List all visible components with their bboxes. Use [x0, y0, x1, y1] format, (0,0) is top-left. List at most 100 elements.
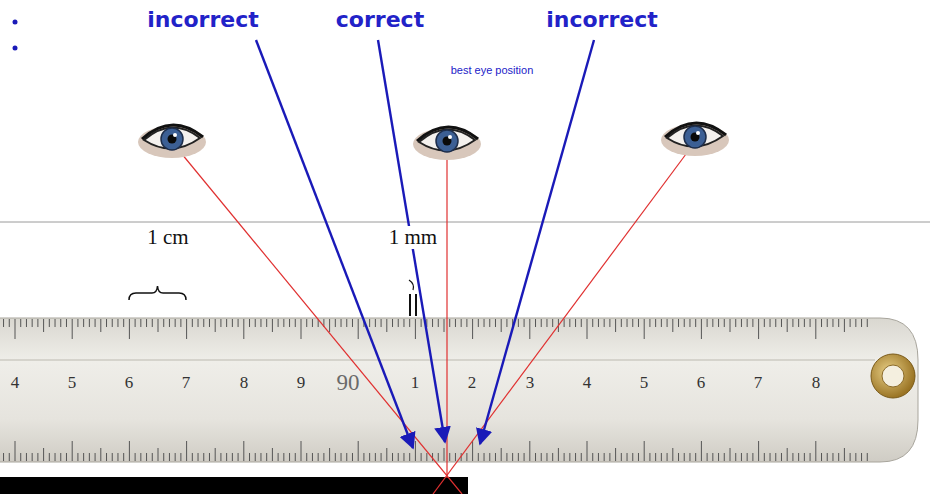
tick-mark: [346, 453, 347, 461]
tick-mark: [781, 319, 782, 327]
tick-mark: [249, 453, 250, 461]
tick-mark: [850, 319, 851, 327]
tick-mark: [209, 319, 210, 327]
tick-mark: [95, 453, 96, 461]
ruler-number: 4: [11, 374, 20, 393]
tick-mark: [335, 453, 336, 461]
tick-mark: [163, 453, 164, 461]
tick-mark: [295, 319, 296, 327]
tick-mark: [535, 319, 536, 327]
tick-mark: [312, 453, 313, 461]
tick-mark: [701, 319, 702, 339]
tick-mark: [838, 319, 839, 327]
tick-mark: [792, 453, 793, 461]
tick-mark: [484, 453, 485, 461]
tick-mark: [249, 319, 250, 327]
tick-mark: [43, 319, 44, 332]
tick-mark: [621, 453, 622, 461]
brass-eyelet: [871, 354, 915, 398]
tick-mark: [198, 319, 199, 327]
tick-mark: [707, 319, 708, 327]
tick-mark: [718, 453, 719, 461]
eye: [413, 127, 481, 160]
bullet: [13, 20, 18, 25]
tick-mark: [363, 453, 364, 461]
tick-mark: [129, 319, 130, 339]
tick-mark: [49, 319, 50, 327]
tick-mark: [592, 453, 593, 461]
tick-mark: [649, 453, 650, 461]
tick-mark: [83, 319, 84, 327]
tick-mark: [604, 319, 605, 327]
tick-mark: [752, 319, 753, 327]
tick-mark: [827, 319, 828, 327]
tick-mark: [798, 319, 799, 327]
tick-mark: [787, 448, 788, 461]
ruler-groove: [0, 360, 875, 361]
tick-mark: [661, 453, 662, 461]
tick-mark: [466, 453, 467, 461]
tick-mark: [100, 448, 101, 461]
tick-mark: [3, 319, 4, 327]
tick-mark: [512, 453, 513, 461]
tick-mark: [77, 319, 78, 327]
tick-mark: [449, 319, 450, 327]
tick-mark: [238, 319, 239, 327]
note-label: best eye position: [449, 64, 536, 76]
tick-mark: [604, 453, 605, 461]
tick-mark: [278, 319, 279, 327]
tick-mark: [226, 453, 227, 461]
tick-mark: [169, 453, 170, 461]
tick-mark: [243, 319, 244, 339]
tick-mark: [106, 319, 107, 327]
tick-mark: [215, 319, 216, 332]
tick-mark: [615, 448, 616, 461]
ruler-number: 2: [468, 374, 477, 393]
tick-mark: [283, 453, 284, 461]
tick-mark: [689, 319, 690, 327]
tick-mark: [581, 453, 582, 461]
tick-mark: [844, 448, 845, 461]
tick-mark: [255, 453, 256, 461]
tick-mark: [409, 453, 410, 461]
tick-mark: [867, 453, 868, 461]
tick-mark: [226, 319, 227, 327]
tick-mark: [472, 319, 473, 339]
tick-mark: [832, 453, 833, 461]
tick-mark: [335, 319, 336, 327]
tick-mark: [266, 319, 267, 327]
tick-mark: [850, 453, 851, 461]
tick-mark: [381, 453, 382, 461]
tick-mark: [260, 453, 261, 461]
tick-mark: [461, 319, 462, 327]
tick-mark: [386, 319, 387, 332]
tick-mark: [541, 319, 542, 327]
tick-mark: [775, 319, 776, 327]
tick-mark: [775, 453, 776, 461]
tick-mark: [301, 319, 302, 339]
tick-mark: [66, 453, 67, 461]
tick-mark: [667, 319, 668, 327]
tick-mark: [272, 448, 273, 461]
tick-mark: [329, 319, 330, 332]
tick-mark: [375, 319, 376, 327]
tick-mark: [3, 453, 4, 461]
eye: [138, 125, 206, 158]
tick-mark: [117, 319, 118, 327]
verdict-label: incorrect: [543, 8, 661, 32]
tick-mark: [764, 319, 765, 327]
tick-mark: [444, 319, 445, 332]
tick-mark: [798, 453, 799, 461]
tick-mark: [140, 453, 141, 461]
tick-mark: [501, 448, 502, 461]
tick-mark: [112, 453, 113, 461]
tick-mark: [421, 319, 422, 327]
tick-mark: [409, 319, 410, 327]
tick-mark: [575, 319, 576, 327]
tick-mark: [735, 453, 736, 461]
tick-mark: [495, 319, 496, 327]
tick-mark: [695, 453, 696, 461]
tick-mark: [609, 453, 610, 461]
tick-mark: [609, 319, 610, 327]
tick-mark: [707, 453, 708, 461]
